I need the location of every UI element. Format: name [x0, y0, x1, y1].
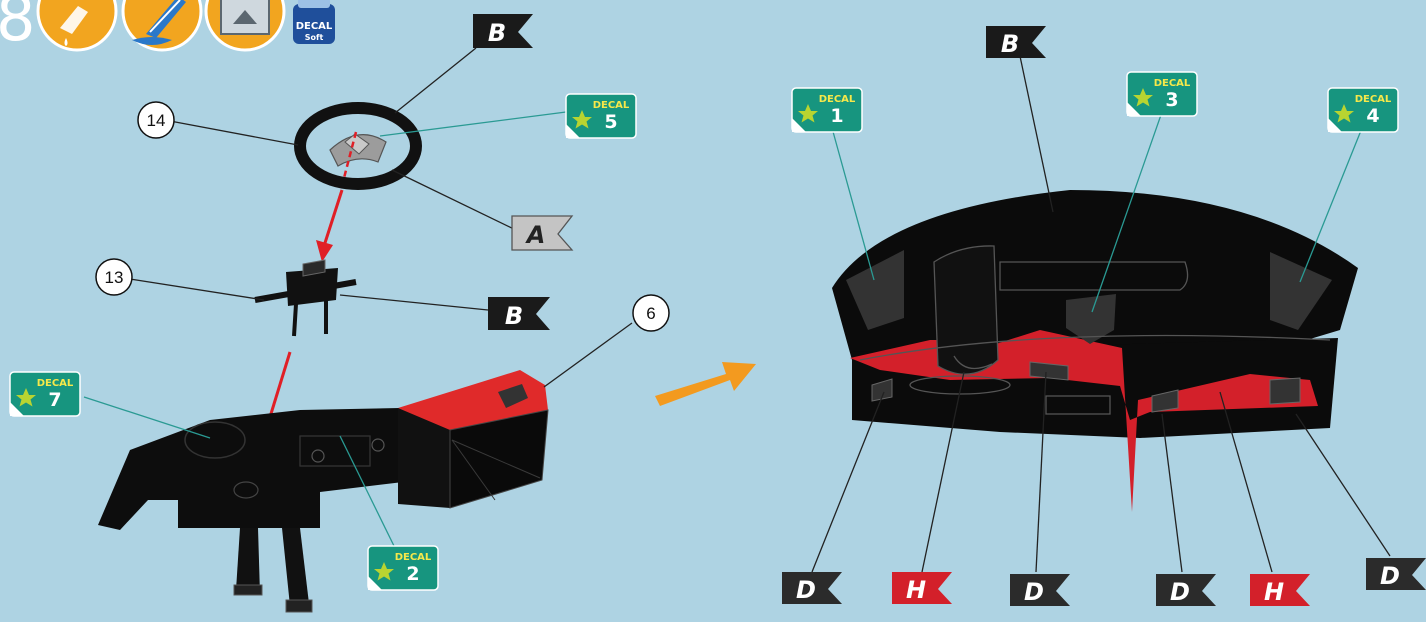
paint-flag-d-1: D: [782, 572, 842, 604]
display-stand-icon: [204, 0, 286, 52]
steering-column-part: [254, 259, 357, 337]
paint-flag-a: A: [511, 215, 574, 251]
svg-text:D: D: [1170, 578, 1190, 606]
svg-text:DECAL: DECAL: [395, 552, 432, 563]
svg-text:5: 5: [604, 111, 617, 133]
svg-text:B: B: [505, 302, 523, 330]
svg-text:1: 1: [830, 105, 843, 127]
view-transition-arrow: [655, 362, 756, 406]
svg-text:3: 3: [1165, 89, 1178, 111]
steering-wheel-part: [294, 102, 422, 190]
svg-text:14: 14: [147, 111, 166, 130]
step-number: 8: [0, 0, 35, 55]
decal-2-badge: DECAL 2: [367, 545, 439, 591]
paint-flag-d-3: D: [1156, 574, 1216, 606]
dashboard-closeup: [832, 190, 1358, 512]
decal-7-badge: DECAL 7: [9, 371, 81, 417]
svg-text:6: 6: [646, 304, 655, 323]
svg-text:DECAL: DECAL: [1154, 78, 1191, 89]
svg-text:B: B: [1001, 30, 1019, 58]
svg-text:H: H: [1264, 578, 1284, 606]
glue-icon: [36, 0, 118, 52]
paint-flag-b-dash: B: [986, 26, 1046, 58]
decal-soft-bottle-icon: DECAL Soft: [293, 0, 335, 44]
decal-3-badge: DECAL 3: [1126, 71, 1198, 117]
svg-text:D: D: [796, 576, 816, 604]
part-number-13: 13: [95, 258, 133, 296]
paint-brush-icon: [121, 0, 203, 52]
bottle-label-decal: DECAL: [296, 21, 333, 32]
part-number-6: 6: [632, 294, 670, 332]
paint-flag-h-2: H: [1250, 574, 1310, 606]
bottle-label-soft: Soft: [305, 33, 324, 42]
svg-text:A: A: [525, 221, 546, 249]
svg-text:DECAL: DECAL: [1355, 94, 1392, 105]
svg-text:4: 4: [1366, 105, 1379, 127]
paint-flag-b-wheel: B: [473, 14, 533, 48]
dashboard-part-left: [98, 370, 549, 613]
paint-flag-d-2: D: [1010, 574, 1070, 606]
decal-1-badge: DECAL 1: [791, 87, 863, 133]
svg-text:DECAL: DECAL: [593, 100, 630, 111]
svg-text:DECAL: DECAL: [37, 378, 74, 389]
decal-5-badge: DECAL 5: [565, 93, 637, 139]
paint-flag-b-column: B: [488, 297, 550, 330]
svg-text:B: B: [488, 19, 506, 47]
svg-text:D: D: [1024, 578, 1044, 606]
part-number-14: 14: [137, 101, 175, 139]
paint-flag-d-4: D: [1366, 558, 1426, 590]
svg-text:7: 7: [48, 389, 61, 411]
decal-4-badge: DECAL 4: [1327, 87, 1399, 133]
svg-text:D: D: [1380, 562, 1400, 590]
paint-flag-h-1: H: [892, 572, 952, 604]
svg-text:H: H: [906, 576, 926, 604]
assembly-arrow-1: [316, 189, 344, 262]
svg-text:2: 2: [406, 563, 419, 585]
svg-text:13: 13: [105, 268, 124, 287]
svg-text:DECAL: DECAL: [819, 94, 856, 105]
